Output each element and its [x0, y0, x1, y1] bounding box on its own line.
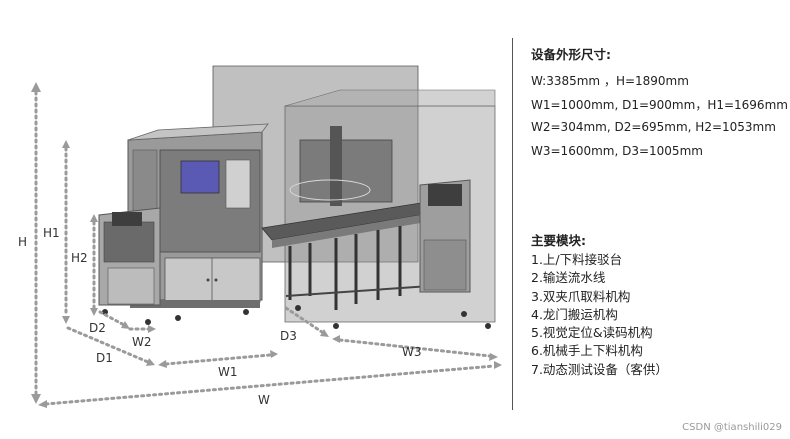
screen-icon: [180, 160, 220, 194]
module-item: 5.视觉定位&读码机构: [531, 325, 653, 341]
label-W: W: [258, 393, 270, 407]
label-W1: W1: [218, 365, 238, 379]
dimension-H-line: [31, 82, 41, 404]
spec-heading: 设备外形尺寸:: [531, 47, 611, 62]
spec-line-2: W1=1000mm, D1=900mm，H1=1696mm: [531, 98, 788, 112]
dimension-W3-line: [332, 335, 498, 361]
spec-line-1: W:3385mm ，H=1890mm: [531, 74, 689, 88]
dimension-D1-line: [66, 326, 155, 366]
test-machine-cabinet: [127, 123, 269, 308]
label-W2: W2: [132, 335, 152, 349]
module-item: 6.机械手上下料机构: [531, 343, 643, 359]
label-D2: D2: [89, 321, 106, 335]
dimension-D2-line: [98, 310, 130, 329]
module-item: 1.上/下料接驳台: [531, 252, 623, 267]
dimension-H2-line: [90, 214, 98, 316]
info-panel: 设备外形尺寸: W:3385mm ，H=1890mm W1=1000mm, D1…: [531, 44, 788, 377]
machine-feet: [102, 305, 491, 329]
module-item: 4.龙门搬运机构: [531, 306, 618, 322]
module-list: 主要模块: 1.上/下料接驳台 2.输送流水线 3.双夹爪取料机构 4.龙门搬运…: [531, 230, 668, 379]
dimension-D3-line: [284, 306, 329, 337]
label-H: H: [18, 235, 27, 249]
vertical-divider: [512, 38, 513, 410]
dimension-W-line: [38, 361, 502, 408]
dimension-H1-line: [62, 140, 70, 324]
label-D1: D1: [96, 351, 113, 365]
right-docking-station: [419, 179, 471, 293]
module-item: 7.动态测试设备（客供）: [531, 361, 668, 377]
gantry-handling-mechanism: [289, 126, 393, 206]
dimension-W2-line: [128, 325, 156, 333]
label-W3: W3: [402, 345, 422, 359]
dimension-W1-line: [158, 350, 278, 368]
label-D3: D3: [280, 329, 297, 343]
spec-line-3: W2=304mm, D2=695mm, H2=1053mm: [531, 120, 776, 134]
watermark: CSDN @tianshili029: [682, 422, 782, 433]
module-item: 3.双夹爪取料机构: [531, 288, 631, 304]
module-item: 2.输送流水线: [531, 270, 606, 286]
left-docking-station: [98, 207, 161, 306]
label-H2: H2: [71, 251, 88, 265]
label-H1: H1: [43, 226, 60, 240]
spec-line-4: W3=1600mm, D3=1005mm: [531, 144, 703, 158]
modules-heading: 主要模块:: [531, 233, 586, 248]
conveyor-line: [261, 199, 451, 310]
